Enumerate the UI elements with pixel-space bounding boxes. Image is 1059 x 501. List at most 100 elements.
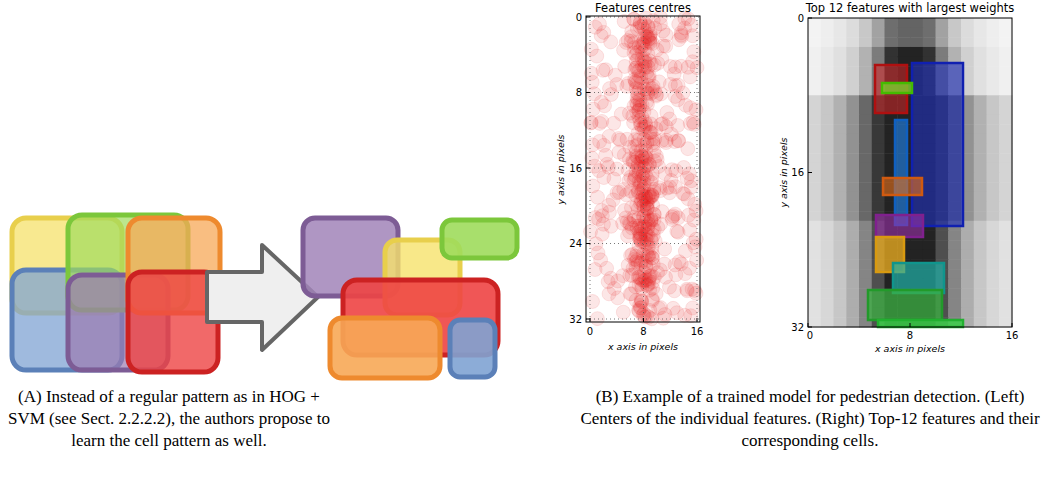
image-pixel [808,173,821,183]
image-pixel [974,173,987,183]
feature-centre [617,43,631,57]
feature-centre [634,301,648,315]
feature-centre [628,155,642,169]
image-pixel [834,115,847,125]
image-pixel [846,105,859,115]
tick-label: 0 [807,330,813,341]
image-pixel [910,18,923,28]
image-pixel [846,57,859,67]
image-pixel [974,279,987,289]
image-pixel [821,288,834,298]
image-pixel [846,279,859,289]
image-pixel [821,317,834,327]
image-pixel [999,182,1012,192]
feature-centre [681,192,695,206]
image-pixel [821,115,834,125]
feature-centre [629,48,643,62]
image-pixel [808,134,821,144]
image-pixel [999,66,1012,76]
image-pixel [808,240,821,250]
image-pixel [974,308,987,318]
image-pixel [872,28,885,38]
image-pixel [999,250,1012,260]
image-pixel [859,211,872,221]
image-pixel [859,105,872,115]
feature-centre [680,282,694,296]
image-pixel [999,163,1012,173]
feature-centre [656,311,670,325]
image-pixel [936,240,949,250]
image-pixel [999,57,1012,67]
image-pixel [897,37,910,47]
image-pixel [910,37,923,47]
image-pixel [821,211,834,221]
feature-centre [607,172,621,186]
image-pixel [974,115,987,125]
image-pixel [808,124,821,134]
image-pixel [948,240,961,250]
image-pixel [987,288,1000,298]
image-pixel [987,76,1000,86]
image-pixel [808,153,821,163]
image-pixel [872,18,885,28]
image-pixel [821,86,834,96]
image-pixel [987,211,1000,221]
image-pixel [821,144,834,154]
tick-label: 16 [791,167,804,178]
image-pixel [834,153,847,163]
image-pixel [821,163,834,173]
image-pixel [987,317,1000,327]
image-pixel [821,95,834,105]
image-pixel [821,18,834,28]
image-pixel [999,269,1012,279]
subfigure-caption: (B) Example of a trained model for pedes… [575,386,1045,452]
feature-centre [678,21,692,35]
image-pixel [961,18,974,28]
image-pixel [872,115,885,125]
image-pixel [834,259,847,269]
feature-centre [641,70,655,84]
image-pixel [999,240,1012,250]
feature-centre [678,267,692,281]
image-pixel [821,250,834,260]
image-pixel [859,37,872,47]
image-pixel [821,66,834,76]
image-pixel [936,250,949,260]
image-pixel [846,153,859,163]
image-pixel [885,28,898,38]
image-pixel [859,115,872,125]
learned-cells [303,218,517,378]
image-pixel [948,288,961,298]
image-pixel [999,28,1012,38]
image-pixel [808,18,821,28]
image-pixel [834,269,847,279]
image-pixel [948,259,961,269]
image-pixel [808,37,821,47]
image-pixel [948,230,961,240]
image-pixel [987,124,1000,134]
image-pixel [834,124,847,134]
image-pixel [923,250,936,260]
feature-centre [586,102,600,116]
image-pixel [961,259,974,269]
image-pixel [961,28,974,38]
image-pixel [834,57,847,67]
plot-title: Features centres [595,1,691,15]
image-pixel [961,47,974,57]
image-pixel [999,153,1012,163]
feature-centre [648,234,662,248]
feature-centre [586,138,600,152]
image-pixel [834,173,847,183]
image-pixel [834,47,847,57]
image-pixel [974,37,987,47]
image-pixel [923,230,936,240]
image-pixel [821,124,834,134]
image-pixel [999,201,1012,211]
feature-centre [629,280,643,294]
image-pixel [923,37,936,47]
image-pixel [859,57,872,67]
image-pixel [948,18,961,28]
image-pixel [846,86,859,96]
image-pixel [872,153,885,163]
